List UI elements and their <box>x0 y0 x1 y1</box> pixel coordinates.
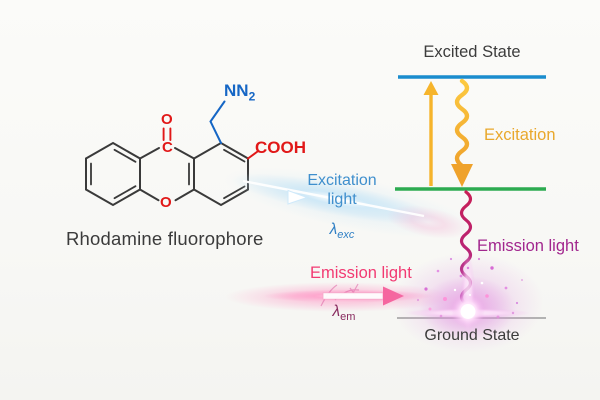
pyranone-ring <box>139 147 195 202</box>
benzene-ring-left-double-bonds <box>90 148 137 200</box>
lambda-em-subscript: em <box>340 311 356 324</box>
azide-bond <box>209 100 226 144</box>
azide-group-label: NN2 <box>224 81 255 103</box>
burst-sparkles <box>416 257 523 319</box>
molecule-structure <box>85 100 259 207</box>
molecule-caption: Rhodamine fluorophore <box>66 228 264 249</box>
azide-subscript: 2 <box>248 89 256 104</box>
excitation-light-line2: light <box>327 190 357 208</box>
excited-state-label: Excited State <box>423 43 521 61</box>
excitation-light-beam <box>224 167 476 239</box>
excitation-light-label: Excitation light <box>292 172 392 210</box>
lambda-exc-symbol: λ <box>329 221 338 238</box>
lambda-emission-label: λem <box>322 303 366 323</box>
carboxyl-group-label: COOH <box>255 138 306 157</box>
emission-beam-arrow-shaft <box>322 292 384 300</box>
excitation-wavy-arrowhead <box>451 164 473 187</box>
excitation-up-arrowhead <box>423 81 439 95</box>
carboxyl-bond <box>247 150 259 160</box>
emission-light-label-center: Emission light <box>310 264 412 282</box>
lambda-exc-subscript: exc <box>337 229 355 242</box>
excitation-arrows <box>423 78 473 187</box>
lambda-excitation-label: λexc <box>312 221 372 241</box>
ring-oxygen-label: O <box>160 194 172 211</box>
excitation-label: Excitation <box>484 126 556 144</box>
emission-burst <box>392 253 544 353</box>
lambda-em-symbol: λ <box>332 303 341 320</box>
carbonyl-carbon-label: C <box>162 139 173 156</box>
excitation-beam-arrowhead <box>287 189 309 205</box>
benzene-ring-left <box>85 141 141 207</box>
excitation-light-line1: Excitation <box>307 172 377 189</box>
excitation-wavy-arrow <box>454 78 470 169</box>
ground-state-label: Ground State <box>424 327 520 344</box>
azide-main-text: NN <box>224 81 249 100</box>
emission-light-label-right: Emission light <box>477 237 579 255</box>
carbonyl-double-bond <box>162 127 172 141</box>
carbonyl-oxygen-label: O <box>161 111 173 128</box>
